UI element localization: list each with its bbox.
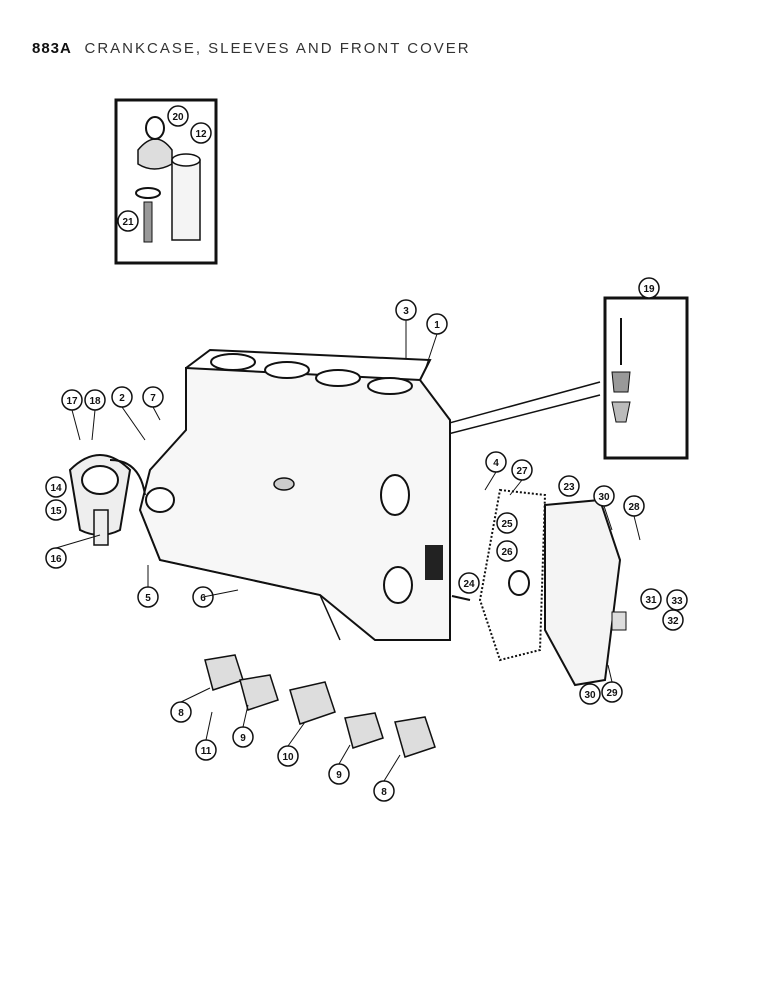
callout-33: 33 bbox=[671, 596, 683, 607]
callout-1: 1 bbox=[434, 320, 440, 331]
callout-11: 11 bbox=[201, 746, 212, 757]
callout-16: 16 bbox=[50, 554, 62, 565]
callout-14: 14 bbox=[50, 483, 62, 494]
callout-8-left: 8 bbox=[178, 708, 184, 719]
callout-4: 4 bbox=[493, 458, 499, 469]
callout-9-left: 9 bbox=[240, 733, 246, 744]
page-header: 883A CRANKCASE, SLEEVES AND FRONT COVER bbox=[32, 40, 471, 57]
callout-32: 32 bbox=[667, 616, 679, 627]
page-title: CRANKCASE, SLEEVES AND FRONT COVER bbox=[84, 40, 471, 57]
callout-8-right: 8 bbox=[381, 787, 387, 798]
crankcase-block bbox=[138, 348, 451, 641]
callout-31: 31 bbox=[645, 595, 657, 606]
callout-27: 27 bbox=[516, 466, 528, 477]
callout-28: 28 bbox=[628, 502, 640, 513]
callout-26: 26 bbox=[501, 547, 513, 558]
page-code: 883A bbox=[32, 40, 72, 57]
callout-6: 6 bbox=[200, 593, 206, 604]
callout-18: 18 bbox=[89, 396, 101, 407]
callout-20: 20 bbox=[172, 112, 184, 123]
callout-2: 2 bbox=[119, 393, 125, 404]
callout-21: 21 bbox=[122, 217, 134, 228]
callout-group: 20 12 21 19 3 1 17 18 2 7 14 15 16 5 6 4… bbox=[45, 105, 688, 802]
leader-lines bbox=[55, 320, 641, 782]
callout-15: 15 bbox=[50, 506, 62, 517]
inset-sleeve-detail bbox=[114, 98, 218, 265]
callout-12: 12 bbox=[195, 129, 207, 140]
callout-24: 24 bbox=[463, 579, 475, 590]
callout-30-top: 30 bbox=[598, 492, 610, 503]
callout-25: 25 bbox=[501, 519, 513, 530]
callout-7: 7 bbox=[150, 393, 156, 404]
callout-17: 17 bbox=[66, 396, 78, 407]
main-bearing-caps bbox=[204, 654, 436, 758]
callout-19: 19 bbox=[643, 284, 655, 295]
callout-3: 3 bbox=[403, 306, 409, 317]
callout-30-bottom: 30 bbox=[584, 690, 596, 701]
callout-29: 29 bbox=[606, 688, 618, 699]
callout-9-right: 9 bbox=[336, 770, 342, 781]
callout-10: 10 bbox=[282, 752, 294, 763]
front-cover-assembly bbox=[451, 488, 627, 687]
callout-5: 5 bbox=[145, 593, 151, 604]
rear-seal-retainer bbox=[68, 454, 146, 546]
callout-23: 23 bbox=[563, 482, 575, 493]
